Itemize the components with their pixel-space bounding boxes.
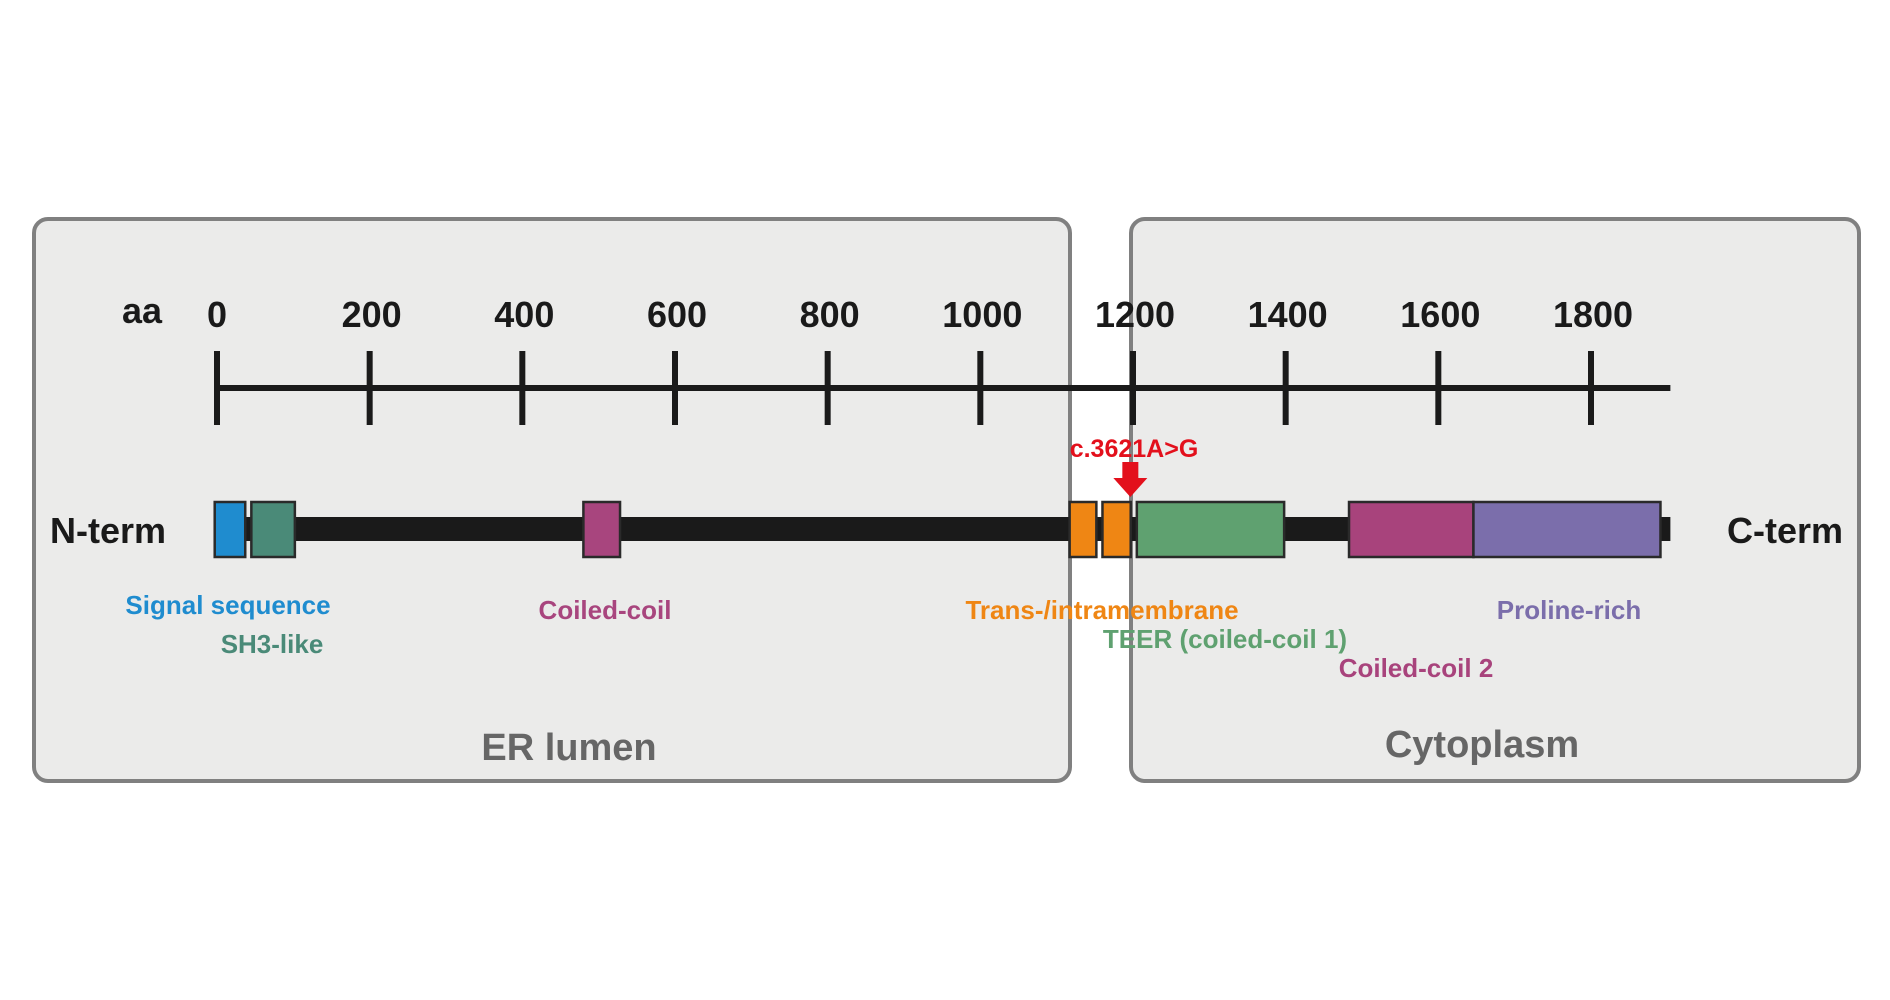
axis-tick-label: 1000: [942, 294, 1022, 335]
c-terminus-label: C-term: [1727, 510, 1843, 551]
domain-sh3-like: [250, 500, 297, 559]
domain-label-teer: TEER (coiled-coil 1): [1103, 624, 1347, 654]
domain-label-sh3-like: SH3-like: [221, 629, 324, 659]
axis-tick-label: 1600: [1400, 294, 1480, 335]
domain-label-transmembrane-1: Trans-/intramembrane: [965, 595, 1238, 625]
n-terminus-label: N-term: [50, 510, 166, 551]
compartment-label-cytoplasm: Cytoplasm: [1385, 724, 1579, 766]
domain-transmembrane-1: [1068, 500, 1098, 559]
domain-label-coiled-coil-2: Coiled-coil 2: [1339, 653, 1494, 683]
domain-proline-rich: [1472, 500, 1662, 559]
protein-domains: [213, 500, 1662, 559]
axis-tick-label: 200: [342, 294, 402, 335]
axis-tick-label: 1400: [1248, 294, 1328, 335]
domain-teer: [1135, 500, 1286, 559]
mutation-label: c.3621A>G: [1070, 435, 1199, 463]
axis-tick-label: 600: [647, 294, 707, 335]
axis-unit-label: aa: [122, 290, 163, 331]
compartment-er-lumen: [32, 217, 1072, 783]
axis-tick-label: 1800: [1553, 294, 1633, 335]
domain-coiled-coil-2: [1347, 500, 1475, 559]
axis-ticks: 0 200 400 600 800 1000 1200 1400 1600 1800: [207, 294, 1633, 425]
domain-label-coiled-coil: Coiled-coil: [539, 595, 672, 625]
axis-tick-label: 0: [207, 294, 227, 335]
domain-transmembrane-2: [1101, 500, 1132, 559]
domain-label-proline-rich: Proline-rich: [1497, 595, 1641, 625]
domain-label-signal-sequence: Signal sequence: [125, 590, 330, 620]
axis-tick-label: 800: [800, 294, 860, 335]
domain-signal-sequence: [213, 500, 247, 559]
mutation-arrow-icon: [1113, 462, 1148, 497]
compartment-cytoplasm: [1129, 217, 1861, 783]
compartment-label-er-lumen: ER lumen: [481, 727, 656, 769]
domain-coiled-coil: [582, 500, 622, 559]
axis-tick-label: 1200: [1095, 294, 1175, 335]
axis-tick-label: 400: [494, 294, 554, 335]
